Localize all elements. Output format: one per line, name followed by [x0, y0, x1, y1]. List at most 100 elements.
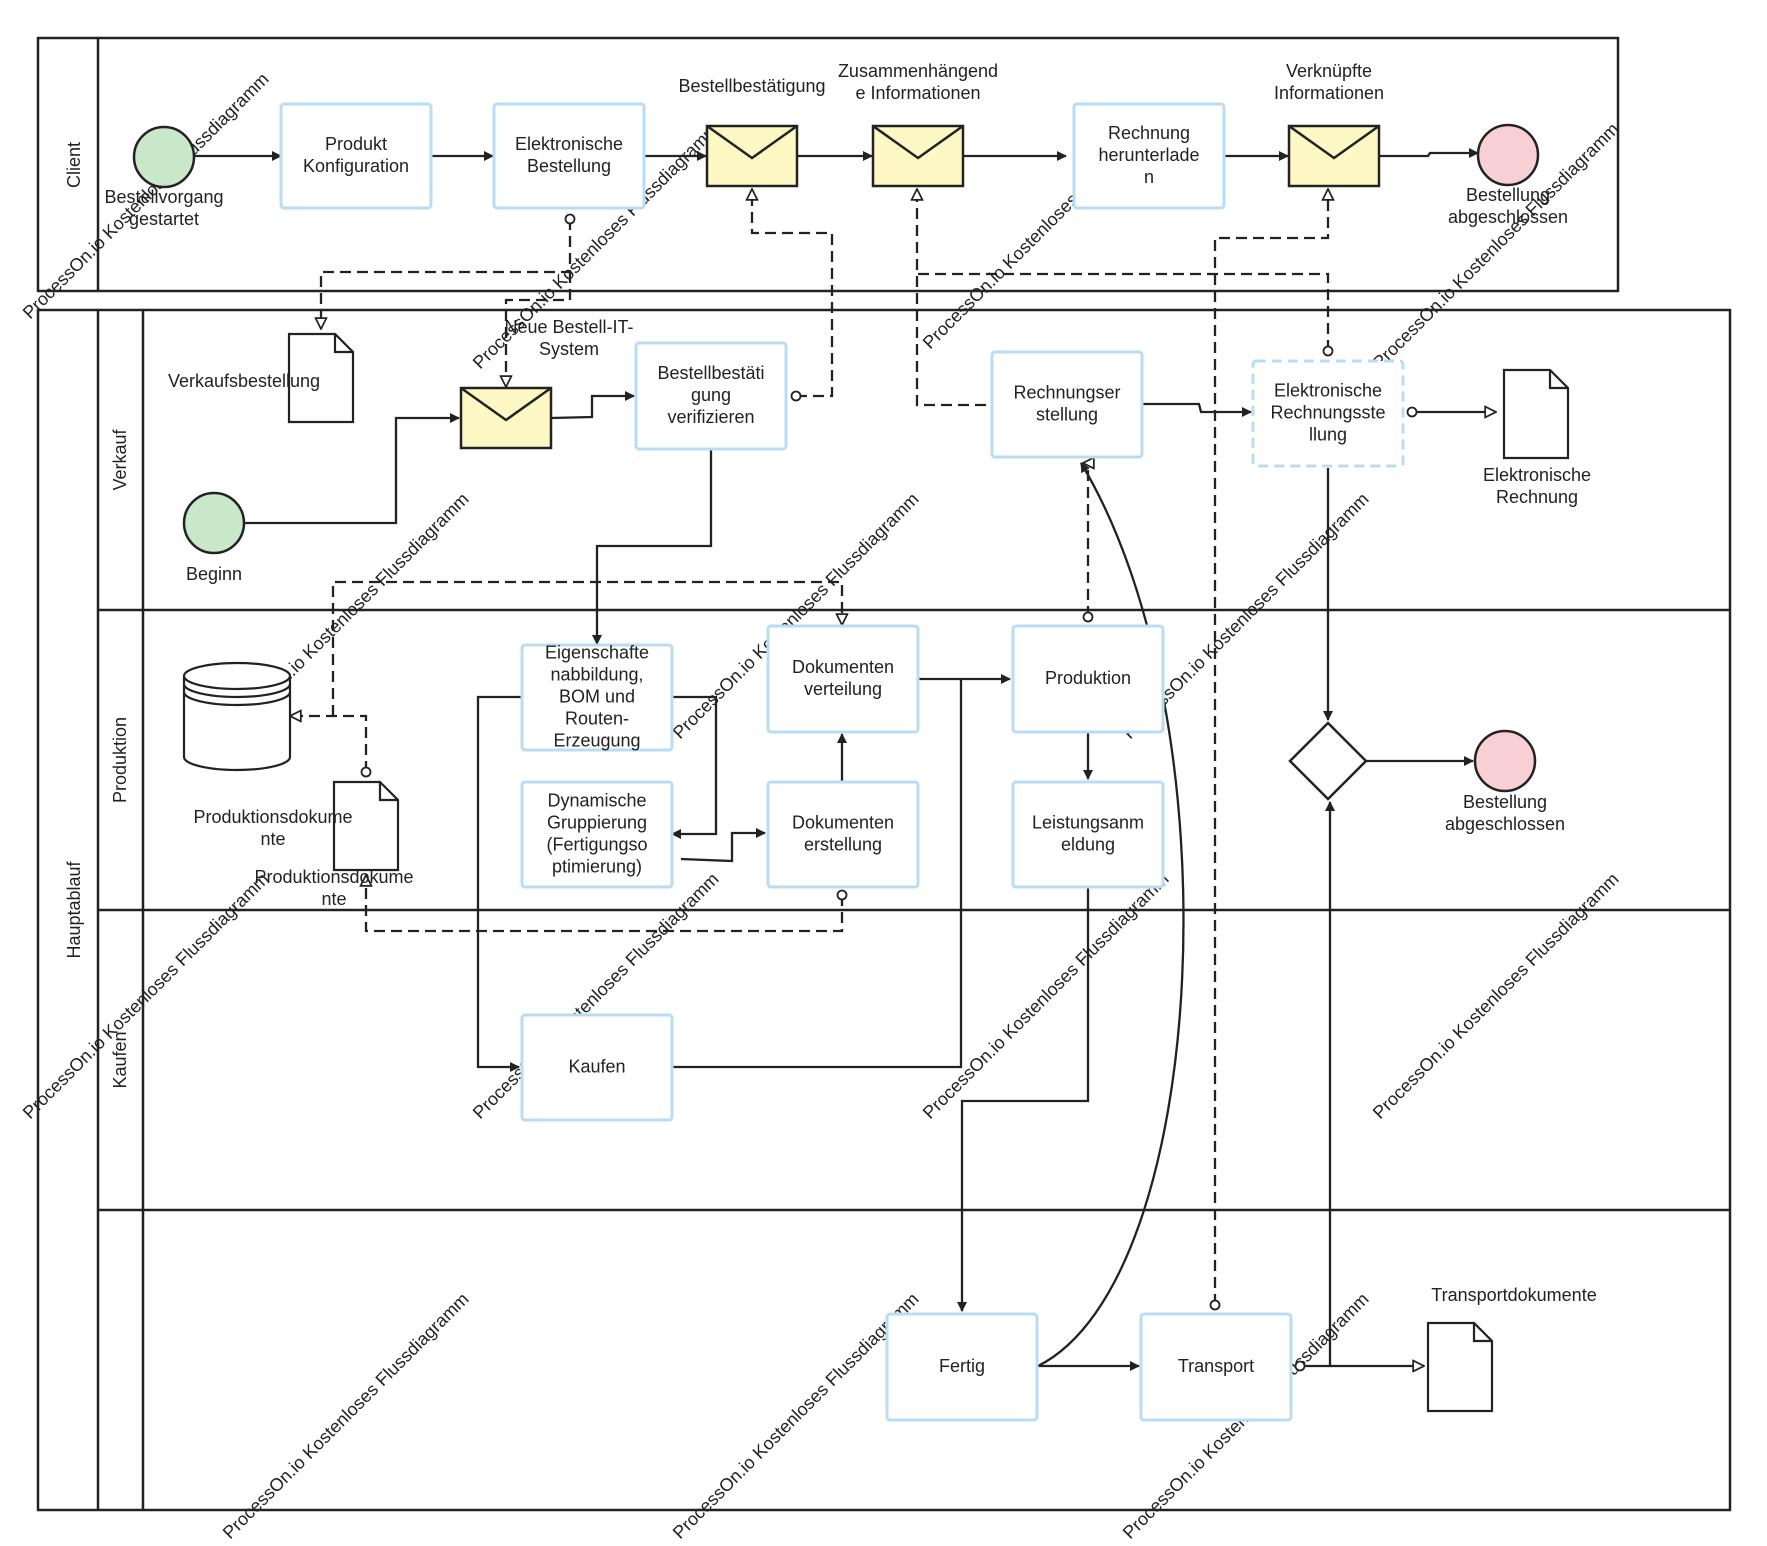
task-transport[interactable]: Transport [1139, 1312, 1293, 1422]
message-neue-bestell-it-system[interactable] [459, 386, 553, 450]
lane-label-verkauf: Verkauf [110, 428, 130, 490]
message-zusammenhaengende-informationen[interactable] [871, 124, 965, 188]
task-bestellbestaetigung-verifizieren-label-line: verifizieren [667, 407, 754, 427]
message-neue-bestell-it-system-label-line: System [539, 339, 599, 359]
msgflow-bestellung-to-it-system [506, 272, 572, 387]
pool-label-client: Client [64, 142, 84, 188]
task-dokumenten-verteilung-label-line: verteilung [804, 679, 882, 699]
task-rechnung-herunterladen-label-line: Rechnung [1108, 123, 1190, 143]
flow-gruppierung-to-erstellung [680, 828, 766, 863]
flow-kaufen-to-produktion [672, 679, 963, 1069]
document-elektronische-rechnung-label-line: Rechnung [1496, 487, 1578, 507]
msgflow-doc-to-db [290, 716, 366, 772]
start-event-beginn-label-line: Beginn [186, 564, 242, 584]
database-produktionsdokumente-label-line: Produktionsdokume [193, 807, 352, 827]
document-produktionsdokumente-label-line: nte [321, 889, 346, 909]
task-dynamische-gruppierung-label-line: Dynamische [547, 790, 646, 810]
msgflow-verifizieren-to-bestaetigung [752, 189, 834, 396]
task-transport-label: Transport [1178, 1356, 1254, 1376]
task-transport-label-line: Transport [1178, 1356, 1254, 1376]
task-dynamische-gruppierung-label-line: ptimierung) [552, 856, 642, 876]
task-produkt-konfiguration-label-line: Produkt [325, 134, 387, 154]
end-event-bestellung-client-label-line: Bestellung [1466, 185, 1550, 205]
msgflow-transport-to-verknuepft [1215, 189, 1328, 1305]
end-event-bestellung-produktion[interactable] [1473, 729, 1537, 793]
task-rechnung-herunterladen-label-line: herunterlade [1098, 145, 1199, 165]
document-transportdokumente-label-line: Transportdokumente [1431, 1285, 1596, 1305]
task-rechnungserstellung-label-line: stellung [1036, 404, 1098, 424]
task-dynamische-gruppierung-label-line: Gruppierung [547, 812, 647, 832]
task-kaufen[interactable]: Kaufen [520, 1013, 674, 1122]
task-rechnungserstellung-label-line: Rechnungser [1013, 382, 1120, 402]
task-elektronische-rechnungsstellung-label-line: Rechnungsste [1270, 402, 1385, 422]
document-elektronische-rechnung[interactable] [1502, 368, 1570, 460]
task-kaufen-label: Kaufen [568, 1056, 625, 1076]
document-produktionsdokumente-label-line: Produktionsdokume [254, 867, 413, 887]
message-bestellbestaetigung-label: Bestellbestätigung [678, 76, 825, 96]
task-fertig[interactable]: Fertig [885, 1312, 1039, 1422]
msgflow-db-to-verteilung [331, 580, 842, 716]
flow-fertig-to-rechnungserstellung [1037, 462, 1185, 1368]
start-event-bestellvorgang[interactable] [132, 125, 196, 189]
task-elektronische-bestellung-label-line: Bestellung [527, 156, 611, 176]
flow-transport-to-gateway [1294, 801, 1335, 1372]
message-bestellbestaetigung-label-line: Bestellbestätigung [678, 76, 825, 96]
message-bestellbestaetigung[interactable] [705, 124, 799, 188]
flow-rechnungserstellung-to-elektr [1141, 402, 1252, 417]
task-rechnung-herunterladen-label-line: n [1144, 167, 1154, 187]
flow-eigenschaften-to-gruppierung [671, 695, 718, 839]
task-fertig-label: Fertig [939, 1356, 985, 1376]
flow-beginn-to-it-system [244, 413, 460, 525]
flow-verifizieren-to-eigenschaften [592, 450, 713, 645]
start-event-bestellvorgang-label-line: Bestellvorgang [104, 187, 223, 207]
message-verknuepfte-informationen[interactable] [1287, 124, 1381, 188]
task-eigenschaftenabbildung-label-line: Erzeugung [553, 730, 640, 750]
msgflow-dokerstellung-to-doc [366, 875, 842, 933]
message-neue-bestell-it-system-label: Neue Bestell-IT-System [504, 317, 633, 359]
start-event-beginn-label: Beginn [186, 564, 242, 584]
pool-label-hauptablauf: Hauptablauf [64, 860, 84, 958]
document-transportdokumente[interactable] [1426, 1321, 1494, 1413]
pool-client: Client [36, 36, 1620, 293]
watermark-text: ProcessOn.io Kostenloses Flussdiagramm [219, 1289, 473, 1543]
flow-leistung-to-fertig [957, 888, 1090, 1312]
task-kaufen-label-line: Kaufen [568, 1056, 625, 1076]
message-neue-bestell-it-system-label-line: Neue Bestell-IT- [504, 317, 633, 337]
gateway-exclusive[interactable] [1288, 721, 1368, 801]
task-leistungsanmeldung-label-line: eldung [1061, 834, 1115, 854]
task-eigenschaftenabbildung-label-line: BOM und [559, 686, 635, 706]
database-produktionsdokumente[interactable] [182, 661, 292, 772]
end-event-bestellung-client[interactable] [1476, 123, 1540, 187]
task-eigenschaftenabbildung-label-line: Routen- [565, 708, 629, 728]
end-event-bestellung-client-label-line: abgeschlossen [1448, 207, 1568, 227]
task-elektronische-bestellung-label-line: Elektronische [515, 134, 623, 154]
task-produktion[interactable]: Produktion [1011, 624, 1165, 734]
start-event-beginn[interactable] [182, 491, 246, 555]
msgflow-bestellung-to-verkaufsbestellung [321, 219, 570, 329]
task-dokumenten-verteilung-label-line: Dokumenten [792, 657, 894, 677]
lane-label-kaufen: Kaufen [110, 1031, 130, 1088]
database-produktionsdokumente-label-line: nte [260, 829, 285, 849]
